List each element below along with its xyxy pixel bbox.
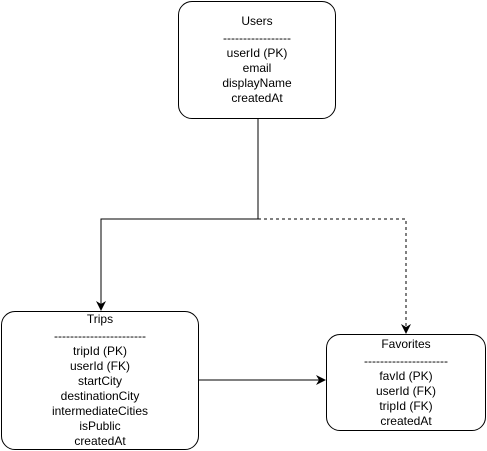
entity-field: userId (FK) [375, 383, 436, 398]
entity-field: tripId (FK) [379, 398, 433, 413]
entity-field: startCity [77, 374, 122, 388]
entity-field: isPublic [79, 419, 121, 433]
entity-field: createdAt [231, 91, 283, 105]
entity-field: createdAt [380, 413, 432, 428]
entity-field: destinationCity [60, 389, 140, 403]
entity-separator: --------------------- [364, 353, 448, 368]
entity-field: displayName [222, 76, 292, 90]
entity-field: createdAt [74, 434, 126, 448]
connector-users-trips [96, 119, 259, 311]
entity-trips[interactable]: Trips ----------------------- tripId (PK… [1, 311, 199, 450]
connector-users-favorites [258, 218, 411, 334]
entity-users[interactable]: Users ----------------- userId (PK) emai… [178, 1, 336, 119]
entity-separator: ----------------------- [54, 329, 146, 343]
entity-field: email [242, 61, 272, 75]
entity-separator: ----------------- [223, 31, 291, 45]
entity-field: intermediateCities [51, 404, 149, 418]
entity-field: tripId (PK) [72, 344, 127, 358]
entity-title: Favorites [381, 336, 431, 351]
entity-favorites[interactable]: Favorites --------------------- favId (P… [326, 334, 486, 431]
entity-title: Users [241, 14, 273, 28]
entity-field: userId (FK) [69, 359, 130, 373]
entity-title: Trips [86, 312, 114, 326]
entity-field: favId (PK) [379, 368, 433, 383]
entity-field: userId (PK) [226, 46, 288, 60]
